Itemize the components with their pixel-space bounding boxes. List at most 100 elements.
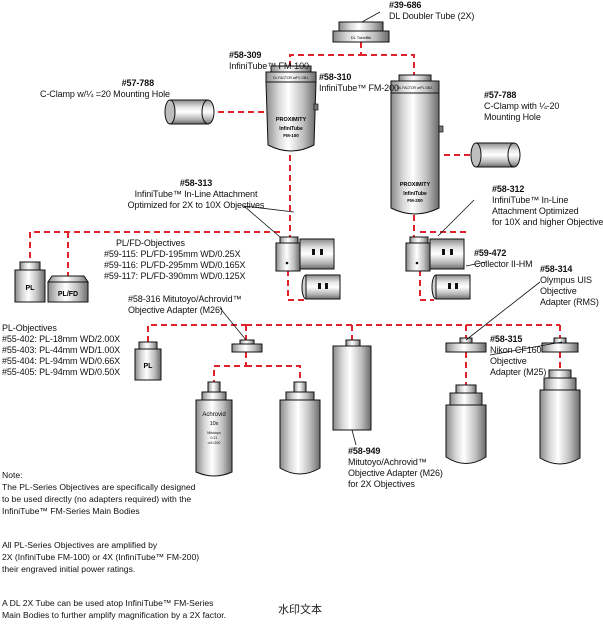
note-line-3: to be used directly (no adapters require… — [2, 494, 192, 504]
mitutoyo-316-number: #58-316 — [128, 294, 161, 304]
mitutoyo-adapter-949 — [332, 339, 372, 431]
mitutoyo-949-line3: for 2X Objectives — [348, 479, 415, 489]
fm100-cap-text: DL FACTOR w/PL OBJ. — [273, 76, 309, 80]
achrovid-na: 0.21 — [211, 436, 218, 440]
note-line-4: InfiniTube™ FM-Series Main Bodies — [2, 506, 140, 516]
mitutoyo-949-line2: Objective Adapter (M26) — [348, 468, 443, 478]
mitutoyo-949-number: #58-949 — [348, 446, 381, 456]
pl-objectives-title: PL-Objectives — [2, 323, 57, 333]
note-line-8: their engraved initial power ratings. — [2, 564, 136, 574]
pl-objectives-item-2: #55-403: PL-44mm WD/1.00X — [2, 345, 121, 355]
fm200-brand: PROXIMITY — [400, 182, 431, 188]
c-clamp-left — [164, 99, 215, 125]
label-mitutoyo-949: #58-949 Mitutoyo/Achrovid™ Objective Ada… — [348, 446, 443, 490]
mitutoyo-316-line2: Objective Adapter (M26) — [128, 305, 223, 315]
label-nikon: #58-315 Nikon CF160 Objective Adapter (M… — [490, 334, 546, 378]
label-inline-312: #58-312 InfiniTube™ In-Line Attachment O… — [492, 184, 603, 228]
olympus-number: #58-314 — [540, 264, 573, 274]
label-pl-objectives: PL-Objectives #55-402: PL-18mm WD/2.00X … — [2, 323, 120, 378]
watermark-text: 水印文本 — [278, 603, 322, 616]
pl-small-label: PL — [26, 285, 36, 292]
plfd-title: PL/FD-Objectives — [116, 238, 185, 248]
clamp-right-line2: Mounting Hole — [484, 112, 541, 122]
mitutoyo-316-line1: Mitutoyo/Achrovid™ — [162, 294, 242, 304]
fm100-model: InfiniTube — [279, 126, 303, 132]
fm100-body: DL FACTOR w/PL OBJ. PROXIMITY InfiniTube… — [265, 65, 319, 152]
inline-313-line1: InfiniTube™ In-Line Attachment — [134, 189, 258, 199]
label-clamp-left: #57-788 C-Clamp w/¼ =20 Mounting Hole — [40, 78, 170, 100]
pl-mid-label: PL — [144, 363, 154, 370]
fm100-name: InfiniTube™ FM-100 — [229, 61, 309, 71]
achrovid-brand: Achrovid — [202, 412, 225, 418]
collector-right — [431, 274, 471, 300]
plfd-item-1: #59-115: PL/FD-195mm WD/0.25X — [104, 249, 241, 259]
pl-objectives-item-1: #55-402: PL-18mm WD/2.00X — [2, 334, 121, 344]
dl-doubler-number: #39-686 — [389, 0, 422, 10]
label-clamp-right: #57-788 C-Clamp with ¼-20 Mounting Hole — [484, 90, 559, 123]
achrovid-objective: Achrovid 10x Mitutoyo 0.21 ∞/f=200 — [195, 381, 233, 477]
label-collector: #59-472 Collector II-HM — [474, 248, 533, 270]
collector-number: #59-472 — [474, 248, 507, 258]
achrovid-maker: Mitutoyo — [207, 431, 221, 435]
olympus-objective — [445, 384, 487, 464]
label-mitutoyo-316: #58-316 Mitutoyo/Achrovid™ Objective Ada… — [128, 294, 242, 316]
fm100-brand: PROXIMITY — [276, 117, 307, 123]
pl-objectives-item-4: #55-405: PL-94mm WD/0.50X — [2, 367, 121, 377]
mitutoyo-objective — [279, 381, 321, 475]
note-line-6: All PL-Series Objectives are amplified b… — [2, 540, 158, 550]
note-line-7: 2X (InfiniTube FM-100) or 4X (InfiniTube… — [2, 552, 200, 562]
nikon-objective — [539, 369, 581, 465]
leader-lines — [219, 11, 563, 446]
fm200-sub: FM-200 — [407, 198, 423, 203]
plfd-item-3: #59-117: PL/FD-390mm WD/0.125X — [104, 271, 246, 281]
dl-doubler-name: DL Doubler Tube (2X) — [389, 11, 475, 21]
plfd-item-2: #59-116: PL/FD-295mm WD/0.165X — [104, 260, 246, 270]
connector-lines — [29, 42, 561, 385]
note-line-1: Note: — [2, 470, 23, 480]
nikon-number: #58-315 — [490, 334, 523, 344]
inline-313-number: #58-313 — [179, 178, 213, 188]
inline-312-line2: Attachment Optimized — [492, 206, 579, 216]
collector-name: Collector II-HM — [474, 259, 533, 269]
clamp-right-number: #57-788 — [484, 90, 517, 100]
nikon-adapter — [541, 337, 579, 353]
pl-objectives-item-3: #55-404: PL-94mm WD/0.66X — [2, 356, 121, 366]
clamp-left-number: #57-788 — [121, 78, 154, 88]
label-dl-doubler: #39-686 DL Doubler Tube (2X) — [389, 0, 474, 22]
clamp-right-line1: C-Clamp with ¼-20 — [484, 101, 560, 111]
fm200-body: DL FACTOR w/PL OBJ. PROXIMITY InfiniTube… — [390, 74, 444, 215]
fm200-number: #58-310 — [319, 72, 352, 82]
note-line-2: The PL-Series Objectives are specificall… — [2, 482, 196, 492]
collector-left — [301, 274, 341, 300]
plfd-small-label: PL/FD — [58, 291, 78, 298]
inline-312-line3: for 10X and higher Objectives — [492, 217, 603, 227]
inline-312-line1: InfiniTube™ In-Line — [492, 195, 569, 205]
inline-attachment-313 — [275, 236, 335, 272]
inline-312-number: #58-312 — [492, 184, 525, 194]
fm200-cap-text: DL FACTOR w/PL OBJ. — [397, 86, 433, 90]
label-fm200: #58-310 InfiniTube™ FM-200 — [319, 72, 399, 94]
pl-objective-left: PL — [14, 261, 46, 303]
pl-objective-mid: PL — [134, 341, 162, 381]
achrovid-focal: ∞/f=200 — [208, 441, 221, 445]
olympus-line2: Objective — [540, 286, 577, 296]
note-line-11: Main Bodies to further amplify magnifica… — [2, 610, 227, 620]
c-clamp-right — [470, 142, 521, 168]
clamp-left-name: C-Clamp w/¼ =20 Mounting Hole — [40, 89, 170, 99]
fm100-number: #58-309 — [229, 50, 262, 60]
fm200-model: InfiniTube — [403, 191, 427, 197]
label-plfd-objectives: PL/FD-Objectives #59-115: PL/FD-195mm WD… — [104, 238, 246, 282]
olympus-line3: Adapter (RMS) — [540, 297, 599, 307]
achrovid-mag: 10x — [210, 421, 219, 427]
fm100-sub: FM-100 — [283, 133, 299, 138]
plfd-objective: PL/FD — [47, 275, 89, 303]
nikon-line3: Adapter (M25) — [490, 367, 547, 377]
dl-doubler-tube: DL TubeBlk — [332, 21, 390, 43]
nikon-line2: Objective — [490, 356, 527, 366]
inline-attachment-312 — [405, 236, 465, 272]
mitutoyo-adapter-316 — [231, 339, 263, 353]
olympus-line1: Olympus UIS — [540, 275, 592, 285]
fm200-name: InfiniTube™ FM-200 — [319, 83, 399, 93]
